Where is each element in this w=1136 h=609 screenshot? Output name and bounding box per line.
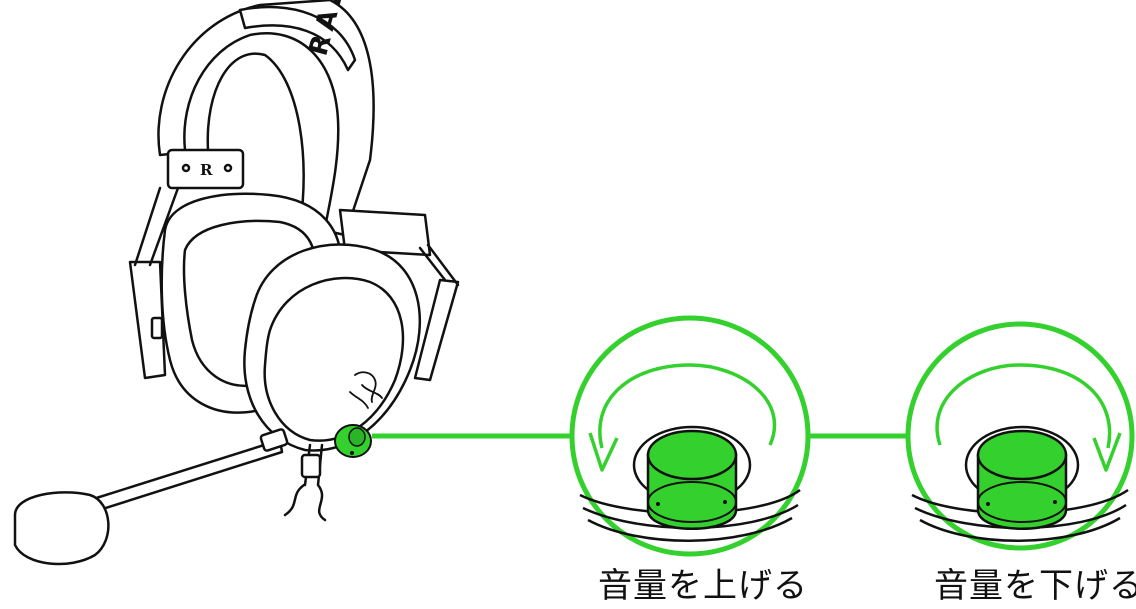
left-yoke — [128, 186, 180, 380]
volume-dial-highlight — [334, 424, 372, 458]
counterclockwise-arrow-icon — [598, 363, 777, 449]
right-slider-cuff — [338, 208, 432, 257]
mic-boom-joint — [259, 428, 289, 452]
mic-boom-arm — [88, 438, 284, 514]
right-earcup-plate — [263, 276, 405, 442]
cuff-mark: R — [200, 161, 213, 179]
headset-illustration: RAZ R — [13, 0, 460, 566]
left-slider-cuff — [166, 148, 245, 190]
cuff-dot-right — [223, 163, 233, 173]
headband-padding — [238, 5, 357, 72]
clockwise-arrow-icon — [935, 363, 1112, 449]
razer-logo-icon — [349, 371, 383, 409]
volume-up-caption: 音量を上げる — [598, 566, 808, 606]
volume-down-caption: 音量を下げる — [934, 566, 1136, 606]
left-yoke-button — [150, 316, 164, 340]
headband-inner — [183, 32, 340, 230]
right-yoke — [413, 243, 460, 382]
mic-foam — [13, 491, 110, 566]
callout-volume-down — [905, 321, 1135, 551]
cable-connector — [300, 453, 322, 479]
cuff-dot-left — [181, 163, 191, 173]
callout-volume-up — [569, 315, 811, 557]
